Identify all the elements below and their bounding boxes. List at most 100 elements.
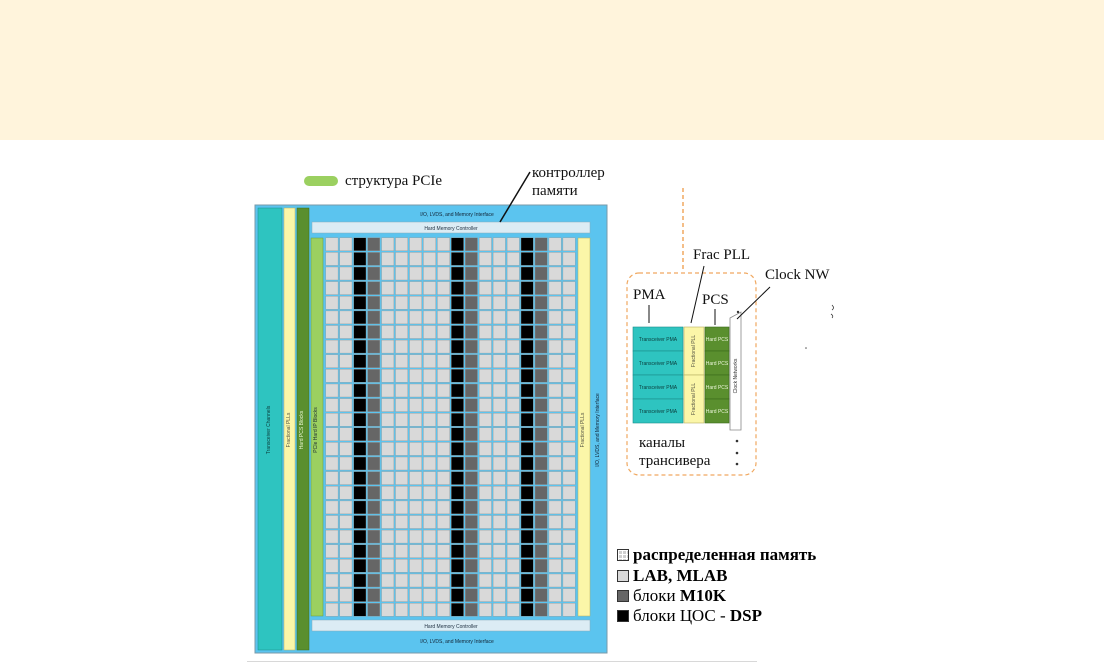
lab-cell [395,383,409,398]
pma-cell-2-label: Transceiver PMA [639,361,678,367]
dot [735,451,739,455]
legend-distributed-memory-label: распределенная память [633,545,817,564]
lab-cell [437,573,450,588]
dsp-cell [520,310,534,325]
m10k-cell [367,442,381,456]
dot [735,439,739,443]
lab-cell [479,237,492,252]
m10k-cell [367,296,381,310]
lab-cell [339,442,353,456]
dsp-cell [451,413,464,427]
m10k-cell [534,559,548,573]
m10k-cell [367,398,381,412]
lab-cell [479,398,492,412]
lab-cell [339,383,353,398]
m10k-cell [367,471,381,485]
dsp-cell [451,383,464,398]
pma-cell-1-label: Transceiver PMA [639,337,678,343]
lab-cell [423,325,436,339]
dsp-cell [451,266,464,281]
lab-cell [562,281,576,295]
lab-cell [409,442,423,456]
dsp-cell [451,398,464,412]
lab-cell [395,559,409,573]
m10k-cell [534,515,548,529]
lab-cell [492,486,506,500]
lab-cell [325,515,339,529]
lab-cell [479,252,492,266]
m10k-cell [534,281,548,295]
lab-cell [492,369,506,383]
dot [805,347,807,349]
lab-cell [325,383,339,398]
m10k-cell [367,266,381,281]
lab-cell [339,559,353,573]
lab-cell [437,486,450,500]
lab-cell [492,237,506,252]
dsp-cell [353,310,367,325]
lab-cell [381,325,395,339]
lab-cell [562,369,576,383]
m10k-cell [465,383,478,398]
lab-cell [381,369,395,383]
core-logic-grid [325,237,576,617]
lab-cell [479,266,492,281]
lab-cell [548,413,562,427]
pcie-legend-swatch [304,176,338,186]
lab-cell [479,339,492,354]
lab-cell [381,339,395,354]
lab-cell [381,573,395,588]
lab-cell [479,456,492,471]
legend-dsp-prefix: блоки ЦОС - [633,606,730,625]
dsp-cell [451,471,464,485]
legend-swatch-m10k [617,590,629,602]
pma-cell-4 [632,398,684,424]
lab-cell [381,500,395,515]
lab-cell [423,252,436,266]
lab-cell [562,515,576,529]
left-fractional-pll-column [283,207,296,651]
lab-cell [395,456,409,471]
transceiver-channels-label-line2: трансивера [639,453,711,469]
dsp-cell [520,237,534,252]
frac-pll-pointer [690,265,705,324]
lab-cell [562,500,576,515]
lab-cell [506,559,520,573]
legend-m10k-bold: M10K [679,586,727,605]
lab-cell [339,325,353,339]
pma-cell-4-label: Transceiver PMA [639,409,678,415]
dsp-cell [520,252,534,266]
small-mark [830,304,834,319]
lab-cell [381,427,395,441]
m10k-cell [367,413,381,427]
dsp-cell [451,573,464,588]
lab-cell [506,413,520,427]
lab-cell [409,296,423,310]
m10k-cell [534,442,548,456]
lab-cell [479,500,492,515]
lab-cell [437,515,450,529]
lab-cell [479,442,492,456]
lab-cell [381,383,395,398]
lab-cell [492,310,506,325]
dsp-cell [520,573,534,588]
lab-cell [409,237,423,252]
dsp-cell [451,369,464,383]
top-memory-controller-label: Hard Memory Controller [424,226,478,232]
lab-cell [437,588,450,602]
transceiver-detail: Transceiver PMA Transceiver PMA Transcei… [626,188,834,476]
pma-label: PMA [633,287,666,303]
lab-cell [339,427,353,441]
m10k-cell [534,398,548,412]
lab-cell [325,529,339,544]
m10k-cell [367,500,381,515]
m10k-cell [534,486,548,500]
lab-cell [409,471,423,485]
m10k-cell [465,325,478,339]
hard-pcs-label: Hard PCS Blocks [299,410,305,449]
dsp-cell [353,603,367,617]
lab-cell [395,603,409,617]
lab-cell [548,266,562,281]
m10k-cell [367,281,381,295]
m10k-cell [465,515,478,529]
